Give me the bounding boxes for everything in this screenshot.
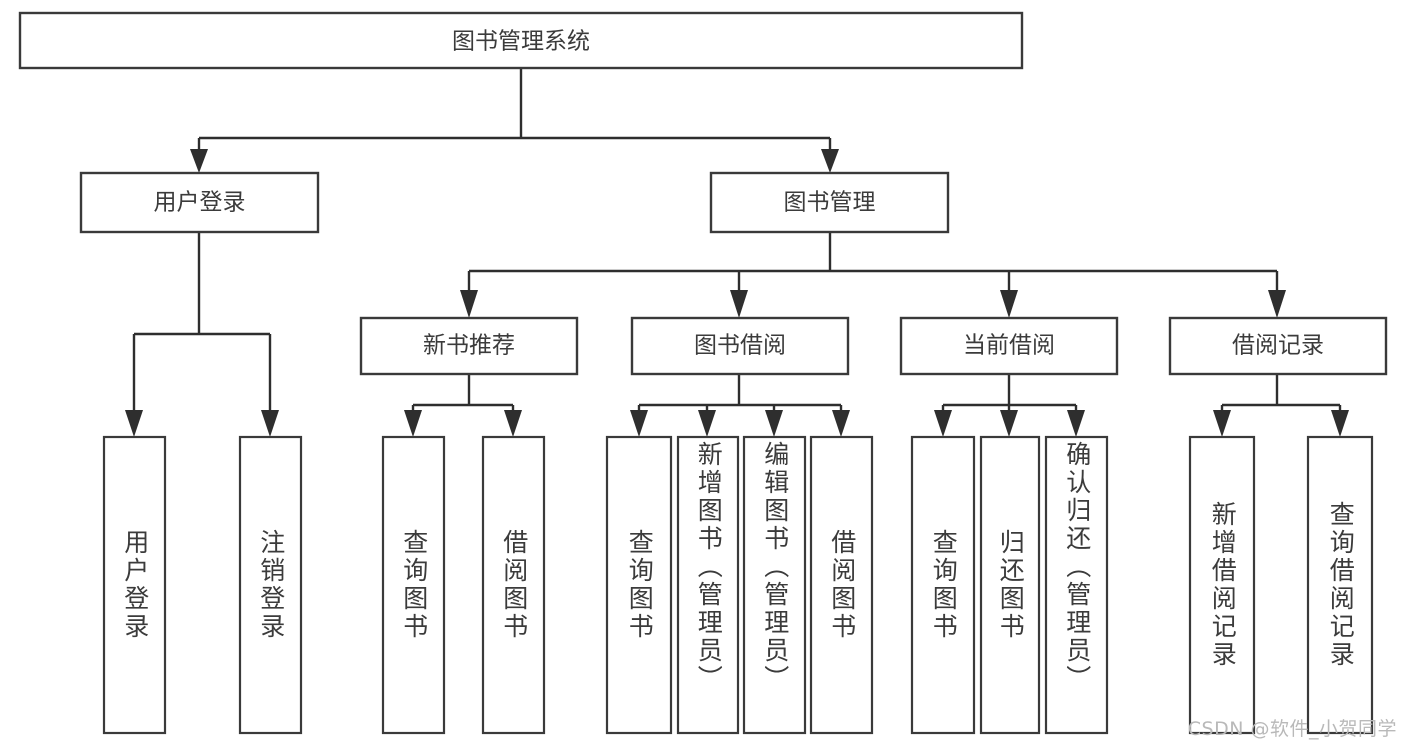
node-borrow-record-box[interactable] xyxy=(1168,316,1388,376)
leaf-box-bb-edit-book[interactable] xyxy=(742,435,807,735)
node-user-login-box[interactable] xyxy=(79,171,320,234)
node-borrow-record-label: 借阅记录 xyxy=(1232,333,1324,359)
leaf-box-nb-query-book[interactable] xyxy=(381,435,446,735)
leaf-box-bb-query-book[interactable] xyxy=(605,435,673,735)
watermark-text: CSDN @软件_小贺同学 xyxy=(1187,718,1397,740)
node-book-borrow-box[interactable] xyxy=(630,316,850,376)
arrow-borrow-record xyxy=(1268,290,1286,318)
node-new-book-label: 新书推荐 xyxy=(423,333,515,359)
leaf-box-bb-add-book[interactable] xyxy=(676,435,740,735)
leaf-box-logout[interactable] xyxy=(238,435,303,735)
arrow-nb-leaf2 xyxy=(504,410,522,437)
leaf-box-user-login[interactable] xyxy=(102,435,167,735)
node-user-login-label: 用户登录 xyxy=(154,190,246,216)
node-book-borrow-label: 图书借阅 xyxy=(694,333,786,359)
arrow-br-leaf2 xyxy=(1331,410,1349,437)
leaf-box-cb-confirm-return[interactable] xyxy=(1044,435,1109,735)
leaf-box-br-add-record[interactable] xyxy=(1188,435,1256,735)
arrow-new-book xyxy=(460,290,478,318)
arrow-leaf-logout xyxy=(261,410,279,437)
arrow-book-manage xyxy=(821,149,839,173)
connector-layer xyxy=(125,68,1349,437)
leaf-box-bb-borrow-book[interactable] xyxy=(809,435,874,735)
node-book-manage-label: 图书管理 xyxy=(784,190,876,216)
arrow-cb-leaf3 xyxy=(1067,410,1085,437)
arrow-br-leaf1 xyxy=(1213,410,1231,437)
arrow-leaf-user-login xyxy=(125,410,143,437)
arrow-bb-leaf4 xyxy=(832,410,850,437)
leaf-box-br-query-record[interactable] xyxy=(1306,435,1374,735)
node-title-label: 图书管理系统 xyxy=(452,29,590,55)
node-new-book-box[interactable] xyxy=(359,316,579,376)
node-layer: 图书管理系统 用户登录 图书管理 新书推荐 图书借阅 当前借阅 借阅记录 xyxy=(18,11,1388,735)
leaf-box-cb-return-book[interactable] xyxy=(979,435,1041,735)
node-current-borrow-label: 当前借阅 xyxy=(963,333,1055,359)
arrow-bb-leaf2 xyxy=(698,410,716,437)
arrow-cb-leaf1 xyxy=(934,410,952,437)
node-title-box[interactable] xyxy=(18,11,1024,70)
arrow-current-borrow xyxy=(1000,290,1018,318)
node-current-borrow-box[interactable] xyxy=(899,316,1119,376)
arrow-user-login xyxy=(190,149,208,173)
node-book-manage-box[interactable] xyxy=(709,171,950,234)
arrow-book-borrow xyxy=(730,290,748,318)
arrow-nb-leaf1 xyxy=(404,410,422,437)
arrow-bb-leaf3 xyxy=(765,410,783,437)
arrow-cb-leaf2 xyxy=(1000,410,1018,437)
leaf-box-cb-query-book[interactable] xyxy=(910,435,976,735)
leaf-box-nb-borrow-book[interactable] xyxy=(481,435,546,735)
arrow-bb-leaf1 xyxy=(630,410,648,437)
